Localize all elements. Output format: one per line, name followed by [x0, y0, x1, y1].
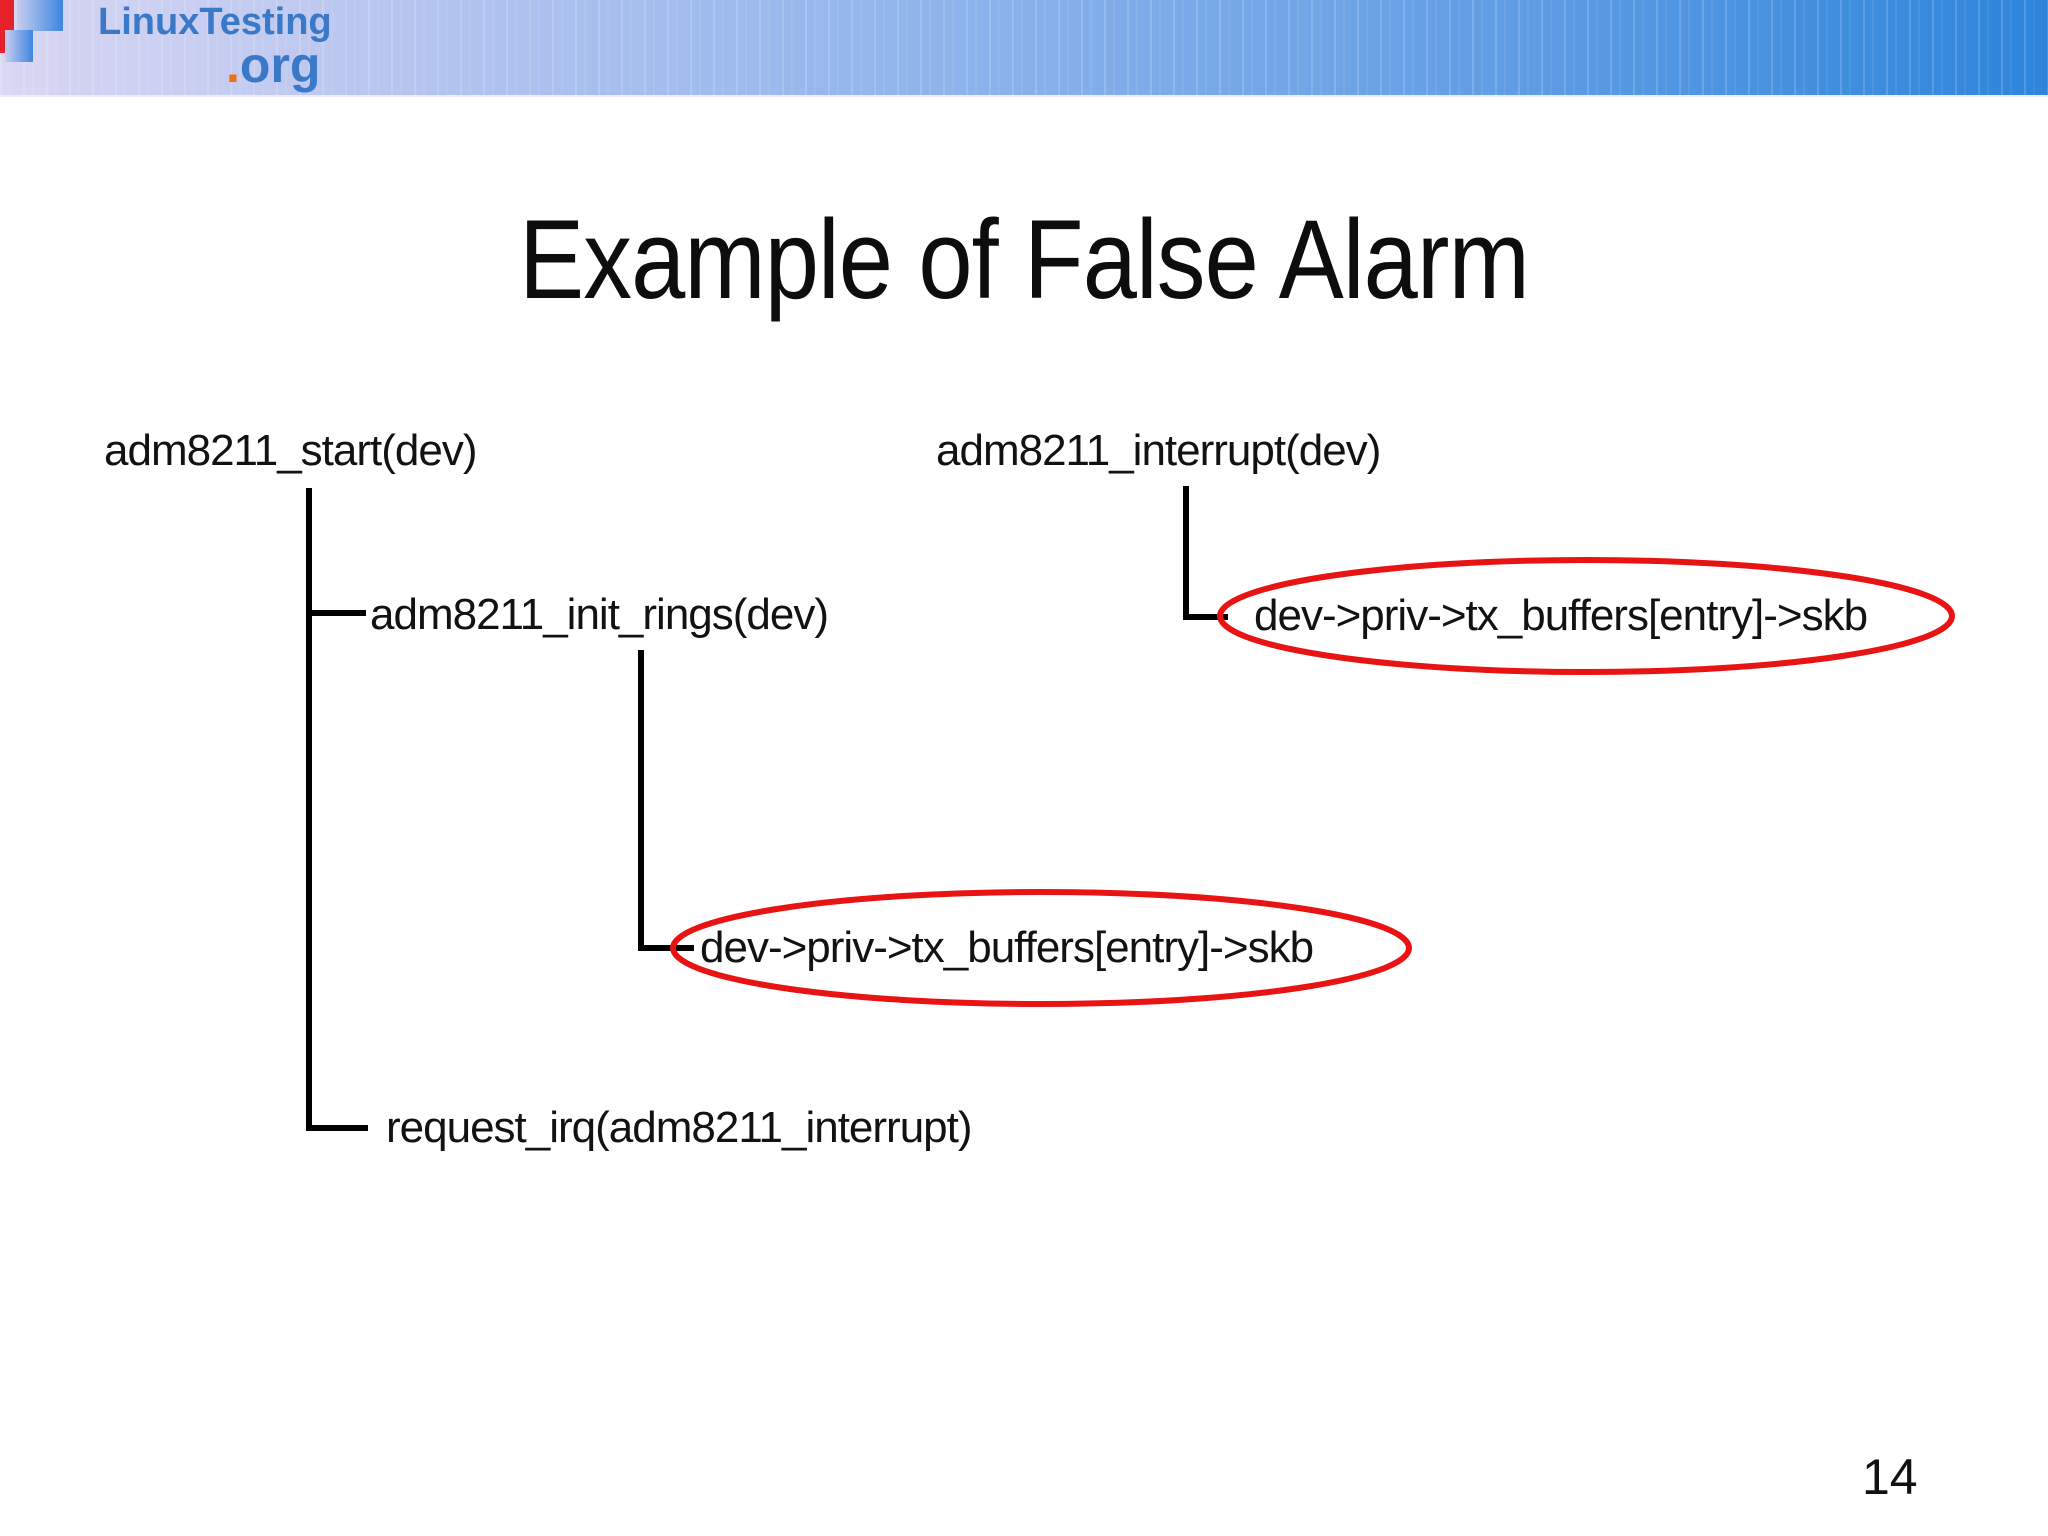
- tree-node-adm8211-interrupt: adm8211_interrupt(dev): [936, 426, 1381, 475]
- page-number: 14: [1862, 1449, 1918, 1505]
- logo-mark-top: [17, 0, 63, 31]
- tree-node-skb-left: dev->priv->tx_buffers[entry]->skb: [700, 923, 1314, 972]
- highlight-ellipse-right: [1217, 557, 1955, 675]
- logo-mark-bottom: [5, 30, 33, 62]
- left-tree-trunk: [306, 488, 368, 1131]
- page-title: Example of False Alarm: [519, 197, 1530, 322]
- tree-node-request-irq: request_irq(adm8211_interrupt): [386, 1103, 973, 1152]
- org-text: .org: [226, 40, 320, 90]
- tree-node-init-rings: adm8211_init_rings(dev): [370, 590, 829, 639]
- org-tld: org: [239, 37, 321, 93]
- right-tree-trunk: [1183, 486, 1228, 620]
- init-rings-child-connector: [638, 650, 694, 951]
- highlight-ellipse-left: [670, 889, 1412, 1007]
- slide-banner: LinuxTesting .org: [0, 0, 2048, 97]
- org-dot: .: [226, 37, 240, 93]
- tree-node-skb-right: dev->priv->tx_buffers[entry]->skb: [1254, 591, 1868, 640]
- brand-text: LinuxTesting: [98, 1, 332, 43]
- banner-texture: [0, 0, 2048, 95]
- tree-node-adm8211-start: adm8211_start(dev): [104, 426, 477, 475]
